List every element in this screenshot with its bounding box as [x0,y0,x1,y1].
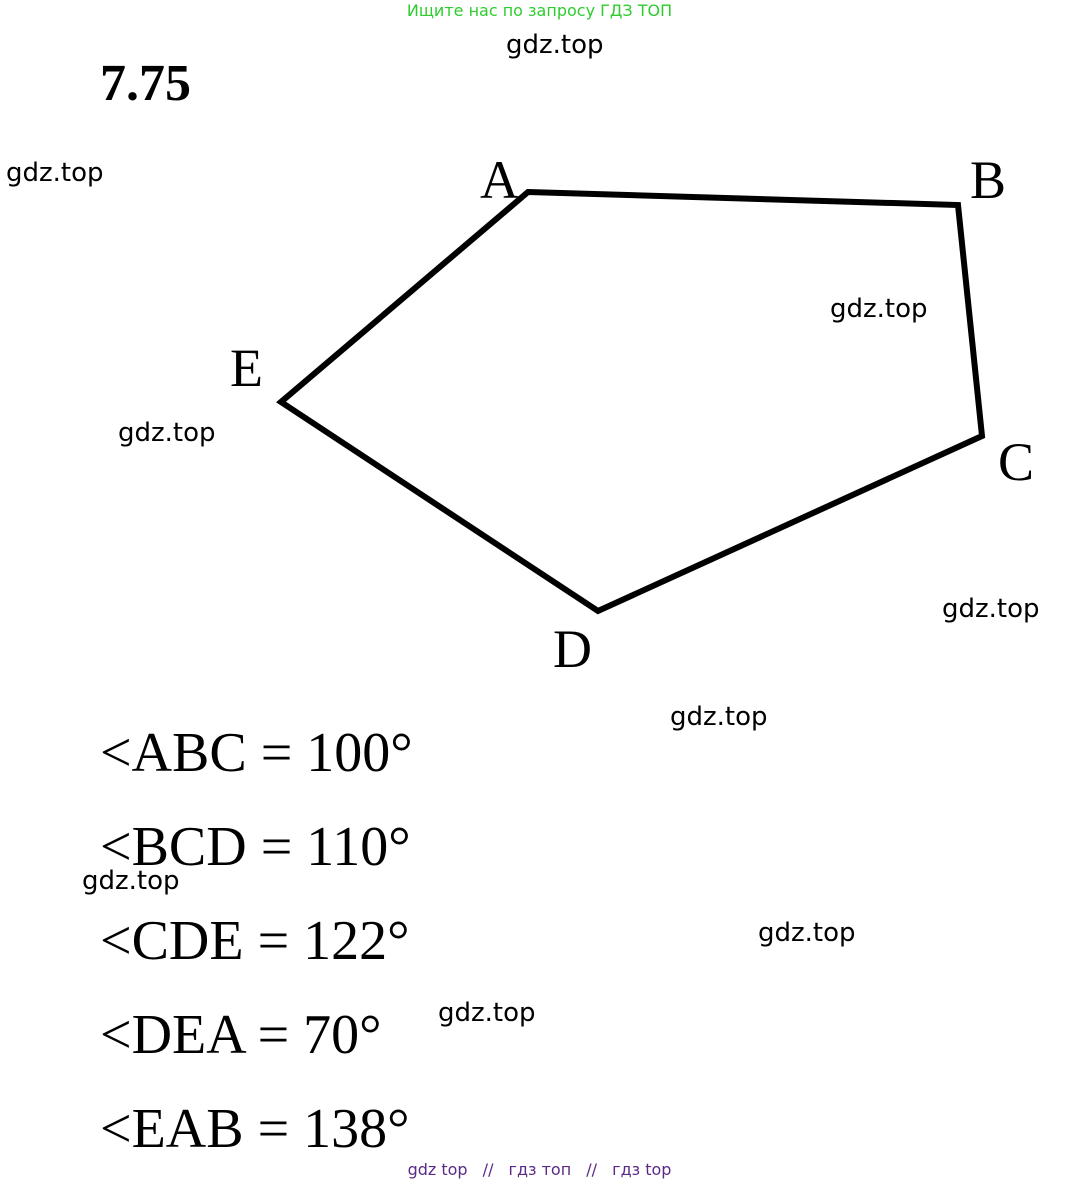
footer-link-gdz-top[interactable]: gdz top [407,1160,468,1179]
angle-eab: <EAB = 138° [100,1098,410,1160]
footer-link-gdz-top-mixed[interactable]: гдз top [612,1160,672,1179]
vertex-label-b: B [970,150,1006,210]
vertex-label-c: C [998,432,1034,492]
watermark: gdz.top [438,998,536,1028]
vertex-label-a: A [480,150,519,210]
watermark: gdz.top [758,918,856,948]
angle-dea: <DEA = 70° [100,1004,382,1066]
watermark: gdz.top [506,30,604,60]
watermark: gdz.top [82,866,180,896]
angle-bcd: <BCD = 110° [100,816,411,878]
footer-links: gdz top // гдз топ // гдз top [0,1160,1079,1179]
watermark: gdz.top [670,702,768,732]
angle-list: <ABC = 100° <BCD = 110° <CDE = 122° <DEA… [100,706,413,1176]
problem-number: 7.75 [100,55,191,112]
footer-link-gdz-top-ru[interactable]: гдз топ [508,1160,572,1179]
watermark: gdz.top [942,594,1040,624]
vertex-label-d: D [553,619,592,679]
pentagon-outline [276,188,986,615]
pentagon-diagram: A B C D E [230,150,1034,679]
watermark: gdz.top [830,294,928,324]
search-hint-banner: Ищите нас по запросу ГДЗ ТОП [406,1,673,20]
watermark: gdz.top [6,158,104,188]
footer-separator: // [586,1160,598,1179]
footer-separator: // [482,1160,494,1179]
angle-cde: <CDE = 122° [100,910,410,972]
watermark: gdz.top [118,418,216,448]
vertex-label-e: E [230,338,263,398]
angle-abc: <ABC = 100° [100,722,413,784]
